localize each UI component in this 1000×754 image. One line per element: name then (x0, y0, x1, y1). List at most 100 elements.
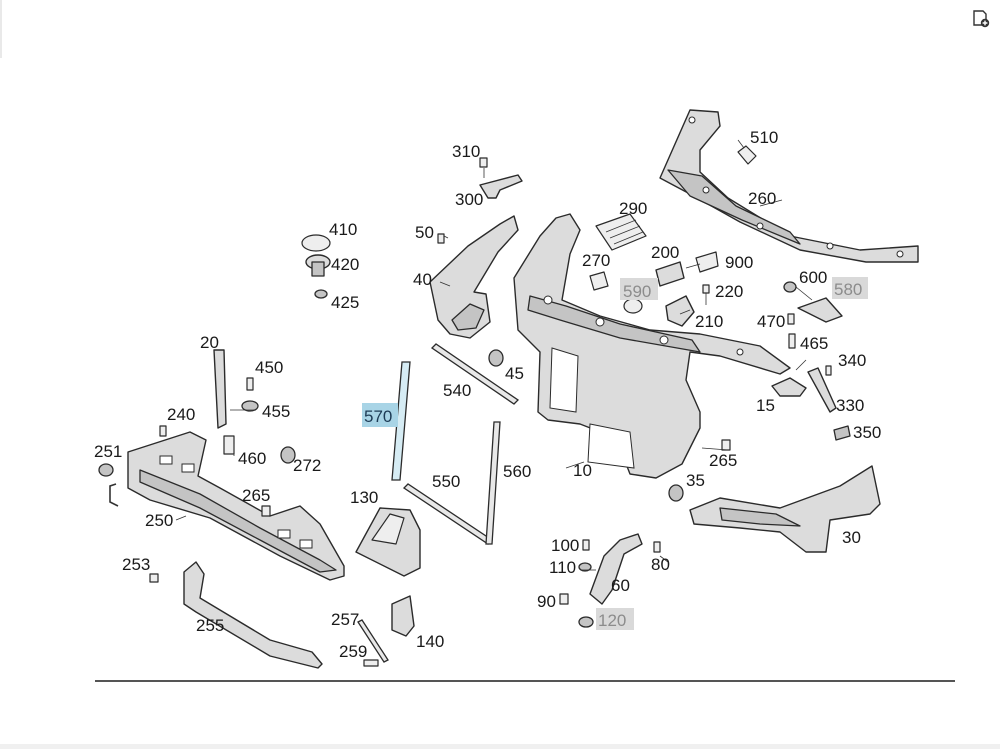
part-460[interactable] (223, 435, 235, 455)
label-350[interactable]: 350 (853, 423, 881, 442)
label-330[interactable]: 330 (836, 396, 864, 415)
label-257[interactable]: 257 (331, 610, 359, 629)
label-130[interactable]: 130 (350, 488, 378, 507)
label-510[interactable]: 510 (750, 128, 778, 147)
part-251[interactable] (98, 463, 119, 507)
label-120[interactable]: 120 (598, 611, 626, 630)
part-590[interactable] (623, 298, 643, 314)
label-550[interactable]: 550 (432, 472, 460, 491)
part-300[interactable] (479, 174, 523, 199)
part-570[interactable] (391, 361, 411, 481)
part-140[interactable] (391, 595, 415, 637)
part-272[interactable] (280, 446, 296, 464)
label-450[interactable]: 450 (255, 358, 283, 377)
part-50[interactable] (437, 233, 445, 244)
label-340[interactable]: 340 (838, 351, 866, 370)
label-110[interactable]: 110 (549, 558, 576, 577)
part-40[interactable] (429, 215, 519, 339)
label-10[interactable]: 10 (573, 461, 592, 480)
part-265b[interactable] (721, 439, 731, 451)
label-420[interactable]: 420 (331, 255, 359, 274)
label-265b[interactable]: 265 (242, 486, 270, 505)
label-272[interactable]: 272 (293, 456, 321, 475)
label-90[interactable]: 90 (537, 592, 556, 611)
part-600[interactable] (783, 281, 797, 293)
part-210[interactable] (665, 295, 695, 327)
part-240[interactable] (159, 425, 167, 437)
label-60[interactable]: 60 (611, 576, 630, 595)
label-20[interactable]: 20 (200, 333, 219, 352)
part-310[interactable] (479, 157, 488, 178)
part-350[interactable] (833, 425, 851, 441)
label-260[interactable]: 260 (748, 189, 776, 208)
part-465[interactable] (788, 333, 796, 349)
label-590[interactable]: 590 (623, 282, 651, 301)
part-270[interactable] (589, 271, 609, 291)
label-15[interactable]: 15 (756, 396, 775, 415)
label-465[interactable]: 465 (800, 334, 828, 353)
part-45[interactable] (488, 349, 504, 367)
part-20[interactable] (213, 349, 227, 429)
part-100[interactable] (582, 539, 590, 551)
part-510[interactable] (737, 145, 757, 165)
part-200[interactable] (655, 261, 685, 287)
part-290[interactable] (595, 213, 647, 251)
label-253[interactable]: 253 (122, 555, 150, 574)
part-259[interactable] (363, 659, 379, 667)
part-900[interactable] (695, 251, 719, 273)
label-580[interactable]: 580 (834, 280, 862, 299)
part-580[interactable] (797, 297, 843, 323)
part-255[interactable] (183, 561, 323, 669)
label-210[interactable]: 210 (695, 312, 723, 331)
label-259[interactable]: 259 (339, 642, 367, 661)
part-410[interactable] (301, 234, 331, 252)
part-10[interactable] (513, 213, 791, 479)
part-425[interactable] (314, 289, 328, 299)
part-450[interactable] (246, 377, 254, 391)
part-330[interactable] (807, 367, 837, 413)
part-250[interactable] (127, 431, 345, 581)
label-240[interactable]: 240 (167, 405, 195, 424)
label-220[interactable]: 220 (715, 282, 743, 301)
part-470[interactable] (787, 313, 795, 325)
part-540[interactable] (430, 343, 520, 405)
part-340[interactable] (825, 365, 832, 376)
part-60[interactable] (589, 533, 643, 605)
label-100[interactable]: 100 (551, 536, 579, 555)
part-420[interactable] (305, 254, 331, 277)
label-40[interactable]: 40 (413, 270, 432, 289)
label-425[interactable]: 425 (331, 293, 359, 312)
label-35[interactable]: 35 (686, 471, 705, 490)
part-257[interactable] (357, 619, 389, 663)
label-470[interactable]: 470 (757, 312, 785, 331)
label-265a[interactable]: 265 (709, 451, 737, 470)
part-560[interactable] (485, 421, 501, 545)
part-30[interactable] (689, 465, 881, 553)
label-310[interactable]: 310 (452, 142, 480, 161)
label-900[interactable]: 900 (725, 253, 753, 272)
page-add-button[interactable] (970, 8, 992, 30)
label-140[interactable]: 140 (416, 632, 444, 651)
label-250[interactable]: 250 (145, 511, 173, 530)
label-290[interactable]: 290 (619, 199, 647, 218)
part-120[interactable] (578, 616, 594, 628)
part-80[interactable] (653, 541, 661, 553)
part-90[interactable] (559, 593, 569, 605)
part-15[interactable] (771, 377, 807, 397)
label-50[interactable]: 50 (415, 223, 434, 242)
label-200[interactable]: 200 (651, 243, 679, 262)
label-460[interactable]: 460 (238, 449, 266, 468)
label-80[interactable]: 80 (651, 555, 670, 574)
label-30[interactable]: 30 (842, 528, 861, 547)
label-455[interactable]: 455 (262, 402, 290, 421)
part-110[interactable] (578, 562, 592, 572)
label-270[interactable]: 270 (582, 251, 610, 270)
part-130[interactable] (355, 507, 421, 577)
label-251[interactable]: 251 (94, 442, 122, 461)
part-35[interactable] (668, 484, 684, 502)
part-220[interactable] (702, 284, 710, 294)
part-253[interactable] (149, 573, 159, 583)
label-570[interactable]: 570 (364, 407, 392, 426)
part-455[interactable] (241, 400, 259, 412)
label-560[interactable]: 560 (503, 462, 531, 481)
